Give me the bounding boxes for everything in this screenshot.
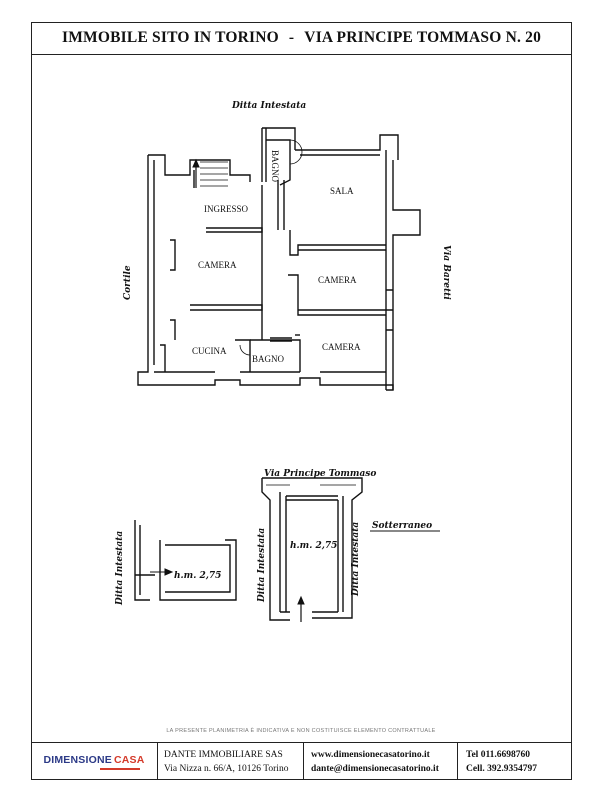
website-link[interactable]: www.dimensionecasatorino.it [311,749,430,760]
room-label-ingresso: INGRESSO [204,204,249,214]
basement-left-label: Ditta Intestata [115,531,125,606]
page-frame [31,22,572,780]
footer-logo-cell: DIMENSIONE CASA [31,743,158,780]
cellar-walls [134,520,237,601]
footer-company-cell: DANTE IMMOBILIARE SAS Via Nizza n. 66/A,… [158,743,304,780]
basement-walls [261,477,363,621]
cellar-arrow-icon [150,568,174,576]
logo-underline [100,768,140,770]
company-logo: DIMENSIONE CASA [43,753,144,767]
basement-entrance-arrow-icon [297,595,305,622]
logo-main-text: DIMENSIONE [43,754,112,766]
room-label-cucina: CUCINA [192,346,227,356]
room-label-camera-lower: CAMERA [322,342,361,352]
header-separator: - [288,29,295,46]
room-label-bagno-bottom: BAGNO [252,354,285,364]
email-link[interactable]: dante@dimensionecasatorino.it [311,763,439,774]
room-label-bagno-top: BAGNO [270,150,280,183]
basement-street-label: Via Principe Tommaso [264,469,376,479]
room-label-camera-left: CAMERA [198,260,237,270]
plan-left-label: Cortile [123,265,133,300]
basement-inner-left-label: Ditta Intestata [257,528,267,603]
cell-number: Cell. 392.9354797 [466,763,537,774]
basement-height-main: h.m. 2,75 [290,541,337,551]
plan-right-label: Via Baretti [441,245,451,300]
footer-web-cell: www.dimensionecasatorino.it dante@dimens… [304,743,458,780]
main-floor-walls [137,127,421,391]
header-title-left: IMMOBILE SITO IN TORINO [61,29,279,46]
basement-height-small: h.m. 2,75 [174,571,221,581]
room-label-sala: SALA [330,186,354,196]
phone-number: Tel 011.6698760 [466,749,531,760]
company-address: Via Nizza n. 66/A, 10126 Torino [164,763,289,774]
plan-top-label: Ditta Intestata [231,101,306,111]
page-header: IMMOBILE SITO IN TORINO - VIA PRINCIPE T… [31,22,572,55]
company-name: DANTE IMMOBILIARE SAS [164,749,283,760]
room-label-camera-mid: CAMERA [318,275,357,285]
entrance-arrow-icon [192,158,200,188]
disclaimer-text: LA PRESENTE PLANIMETRIA È INDICATIVA E N… [166,728,436,734]
header-title-right: VIA PRINCIPE TOMMASO N. 20 [304,29,542,46]
page-footer: DIMENSIONE CASA DANTE IMMOBILIARE SAS Vi… [31,742,572,780]
logo-accent-text: CASA [113,754,145,766]
basement-section-label: Sotterraneo [372,521,432,531]
footer-phone-cell: Tel 011.6698760 Cell. 392.9354797 [458,743,572,780]
basement-right-label: Ditta Intestata [351,522,361,597]
